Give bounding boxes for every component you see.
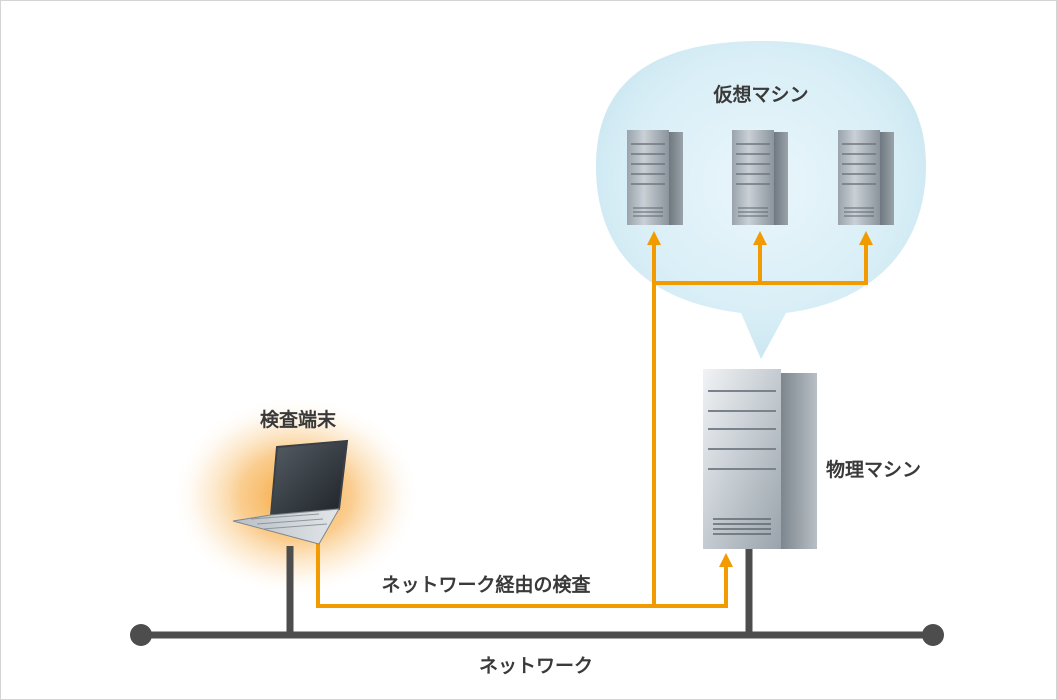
network-line	[130, 541, 944, 646]
inspection-terminal-label: 検査端末	[260, 408, 337, 431]
virtual-machines-label: 仮想マシン	[712, 83, 808, 106]
arrow-head-vm-2	[753, 231, 767, 245]
arrow-head-physical	[719, 553, 733, 567]
arrow-head-vm-1	[647, 231, 661, 245]
server-tower-icon	[732, 130, 788, 225]
vm-branch-line	[654, 243, 868, 285]
network-endpoint-right	[922, 624, 944, 646]
arrow-head-vm-3	[859, 231, 873, 245]
network-inspection-label: ネットワーク経由の検査	[381, 573, 591, 596]
inspection-route	[316, 541, 728, 608]
arrow-heads	[647, 231, 873, 567]
physical-machine-label: 物理マシン	[826, 458, 921, 481]
physical-server-icon	[703, 369, 817, 549]
inspection-path	[316, 241, 868, 608]
network-endpoint-left	[130, 624, 152, 646]
server-tower-icon	[627, 130, 683, 225]
server-tower-icon	[838, 130, 894, 225]
laptop-icon	[232, 439, 349, 545]
network-label: ネットワーク	[479, 655, 593, 677]
